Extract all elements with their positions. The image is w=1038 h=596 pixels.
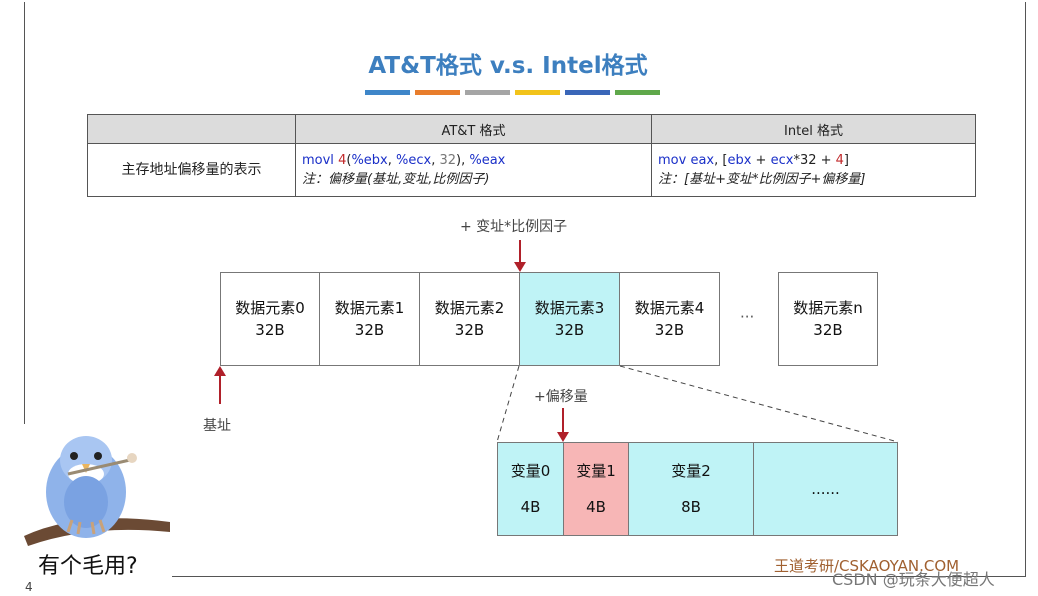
array-cell-name: 数据元素n (793, 299, 863, 317)
header-att: AT&T 格式 (295, 114, 652, 144)
att-cell: movl 4(%ebx, %ecx, 32), %eax 注：偏移量(基址,变址… (295, 143, 652, 197)
title-bar-2 (415, 90, 460, 95)
struct-cell-size: 8B (681, 498, 701, 516)
index-scale-arrow (514, 240, 526, 272)
title-bar-3 (465, 90, 510, 95)
base-label: 基址 (203, 418, 231, 434)
intel-base: ebx (727, 153, 752, 168)
att-disp: 4 (338, 153, 347, 168)
intel-index: ecx (770, 153, 794, 168)
index-scale-label: + 变址*比例因子 (460, 219, 568, 235)
struct-ellipsis: ...... (811, 480, 840, 498)
table-row: 主存地址偏移量的表示 movl 4(%ebx, %ecx, 32), %eax … (87, 143, 976, 197)
meme-sticker: 有个毛用? (20, 424, 172, 580)
att-scale: 32 (439, 153, 457, 168)
att-dest: %eax (469, 153, 506, 168)
array-cell-2: 数据元素2 32B (419, 272, 520, 366)
att-close: ), (456, 153, 470, 168)
intel-code: mov eax, [ebx + ecx*32 + 4] (658, 151, 969, 170)
array-cell-0: 数据元素0 32B (220, 272, 320, 366)
array-cell-size: 32B (454, 321, 485, 339)
att-code: movl 4(%ebx, %ecx, 32), %eax (302, 151, 645, 170)
array-cell-4: 数据元素4 32B (619, 272, 720, 366)
offset-arrow (557, 408, 569, 442)
intel-plus: + (751, 153, 771, 168)
att-note: 注：偏移量(基址,变址,比例因子) (302, 172, 490, 187)
array-cell-n: 数据元素n 32B (778, 272, 878, 366)
page-number: 4 (25, 580, 33, 594)
struct-cell-1: 变量1 4B (563, 442, 629, 536)
zoom-line-right (619, 365, 899, 443)
intel-mul: *32 + (793, 153, 836, 168)
struct-cell-name: 变量2 (671, 462, 711, 480)
struct-cell-size: 4B (586, 498, 606, 516)
intel-close: ] (843, 153, 849, 168)
array-cell-size: 32B (813, 321, 843, 339)
array-cell-name: 数据元素2 (434, 299, 505, 317)
att-index: %ecx (396, 153, 432, 168)
struct-cell-2: 变量2 8B (628, 442, 754, 536)
row-label: 主存地址偏移量的表示 (87, 143, 296, 197)
intel-cell: mov eax, [ebx + ecx*32 + 4] 注：[基址+变址*比例因… (651, 143, 976, 197)
parakeet-illustration (20, 424, 172, 548)
array-cell-size: 32B (354, 321, 385, 339)
att-op: movl (302, 153, 334, 168)
intel-disp: 4 (835, 153, 844, 168)
att-sep1: , (387, 153, 396, 168)
header-intel: Intel 格式 (651, 114, 976, 144)
array-cell-name: 数据元素3 (534, 299, 605, 317)
att-open: ( (346, 153, 352, 168)
array-cell-size: 32B (654, 321, 685, 339)
struct-cell-size: 4B (520, 498, 541, 516)
array-cell-3: 数据元素3 32B (519, 272, 620, 366)
struct-cell-0: 变量0 4B (497, 442, 564, 536)
slide-title: AT&T格式 v.s. Intel格式 (368, 53, 648, 79)
zoom-line-left (496, 365, 520, 443)
array-cell-1: 数据元素1 32B (319, 272, 420, 366)
array-cell-size: 32B (255, 321, 285, 339)
title-bar-4 (515, 90, 560, 95)
intel-sep: , (714, 153, 723, 168)
title-bar-1 (365, 90, 410, 95)
intel-op: mov (658, 153, 687, 168)
wangdao-logo-text: 王道考研/CSKAOYAN.COM (774, 557, 960, 575)
offset-label: +偏移量 (534, 389, 588, 405)
array-ellipsis: ··· (740, 308, 755, 326)
array-cell-name: 数据元素1 (334, 299, 405, 317)
array-cell-name: 数据元素4 (634, 299, 705, 317)
csdn-watermark: CSDN @玩条大便超人 (832, 570, 995, 589)
intel-dest: eax (690, 153, 715, 168)
struct-cell-more: ...... (753, 442, 898, 536)
array-cell-size: 32B (554, 321, 585, 339)
struct-cell-name: 变量0 (510, 462, 551, 480)
array-cell-name: 数据元素0 (235, 299, 305, 317)
att-sep2: , (431, 153, 440, 168)
struct-cell-name: 变量1 (576, 462, 616, 480)
att-base: %ebx (351, 153, 388, 168)
intel-note: 注：[基址+变址*比例因子+偏移量] (658, 172, 866, 187)
table-header-row: AT&T 格式 Intel 格式 (87, 114, 976, 144)
base-arrow (214, 366, 226, 404)
title-bar-5 (565, 90, 610, 95)
title-bar-6 (615, 90, 660, 95)
meme-caption: 有个毛用? (38, 554, 138, 579)
intel-open: [ (722, 153, 728, 168)
comparison-table: AT&T 格式 Intel 格式 主存地址偏移量的表示 movl 4(%ebx,… (87, 114, 976, 197)
